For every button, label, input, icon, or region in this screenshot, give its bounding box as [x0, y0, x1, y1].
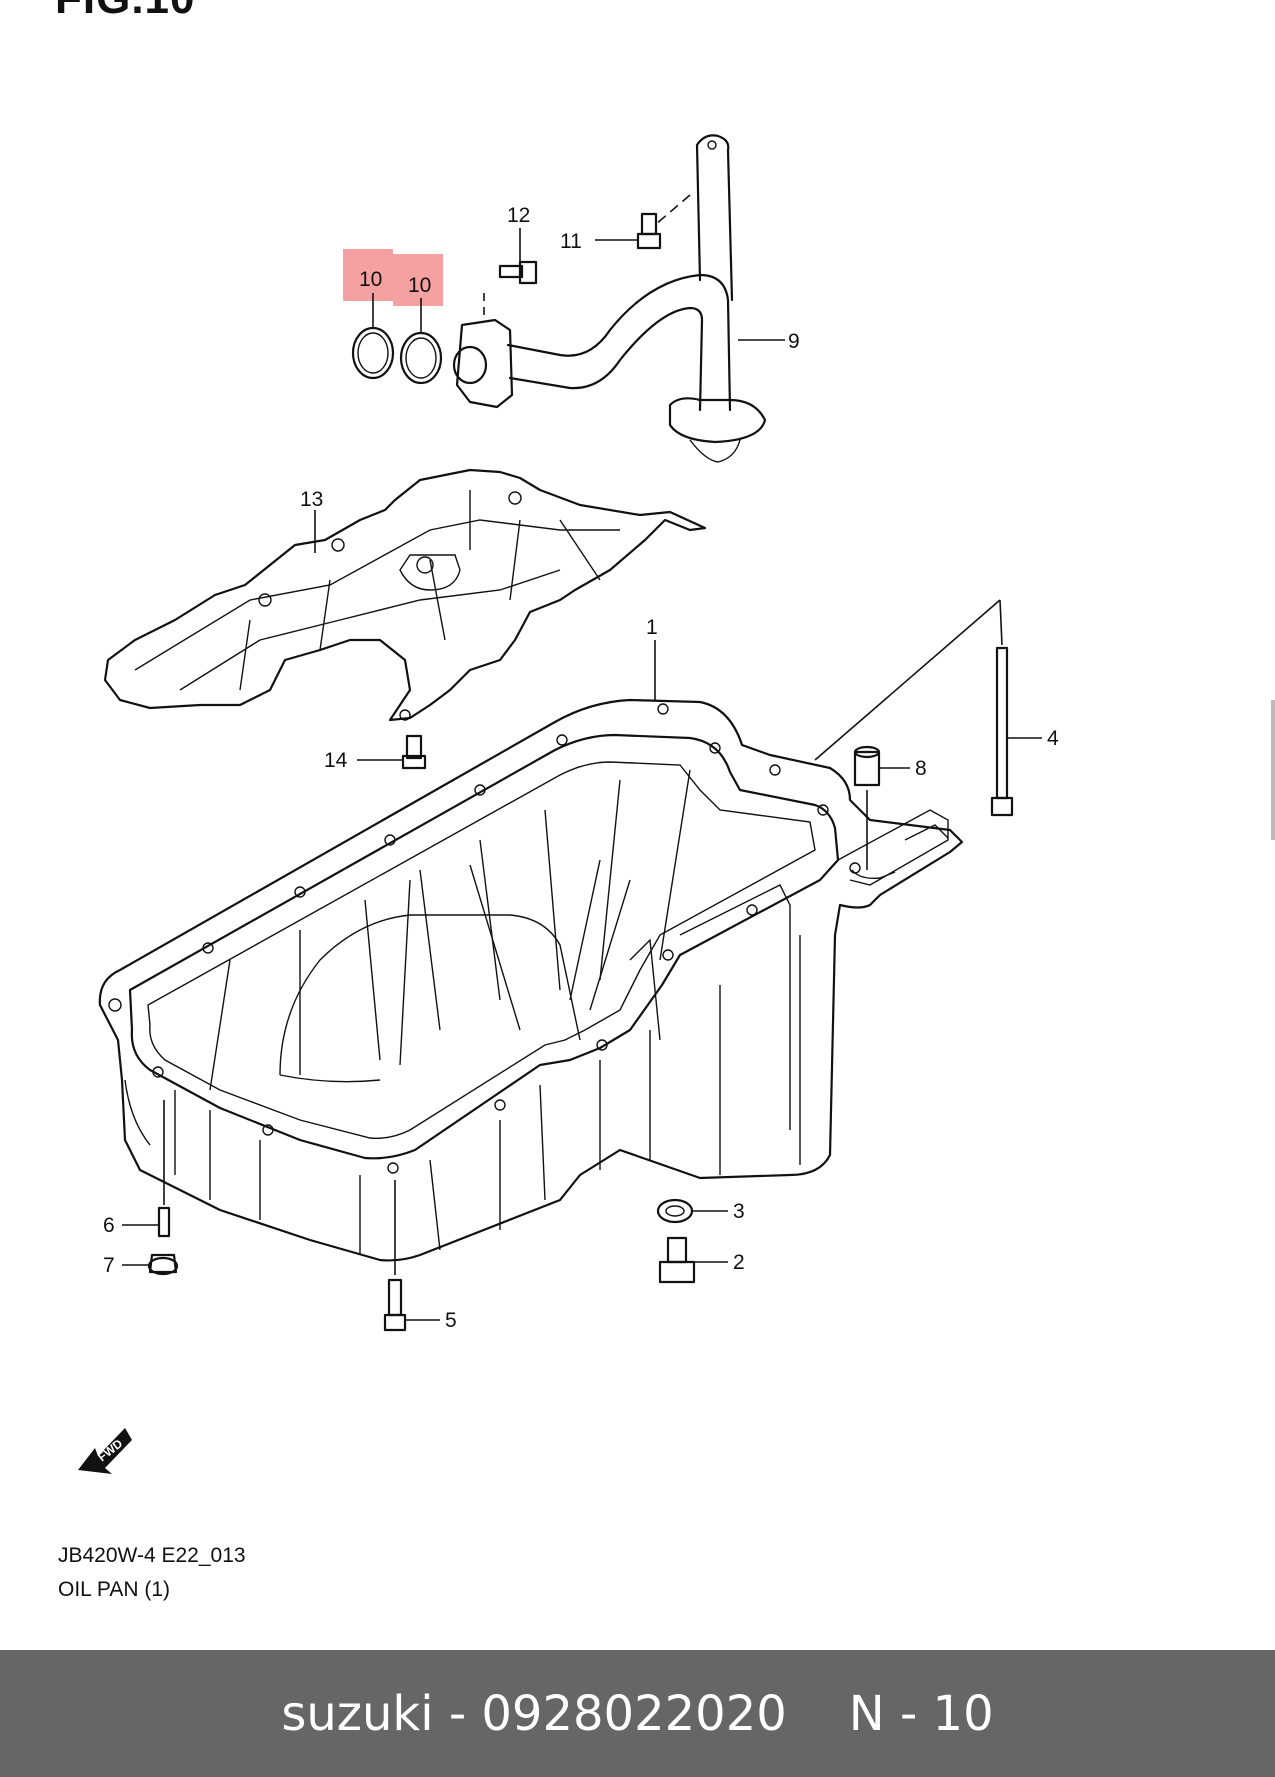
footer-page: N - 10: [848, 1685, 994, 1742]
callout-12: 12: [507, 204, 530, 227]
scroll-indicator: [1271, 700, 1275, 840]
oil-strainer-9: [452, 134, 785, 463]
bolt-12: [498, 228, 538, 285]
highlight-box-10b: [393, 254, 443, 306]
highlight-box-10a: [343, 249, 393, 301]
callout-7: 7: [103, 1254, 115, 1277]
callout-5: 5: [445, 1309, 457, 1332]
nut-7: [122, 1253, 179, 1276]
callout-3: 3: [733, 1200, 745, 1223]
bolt-11: [595, 212, 662, 250]
fwd-arrow-icon: FWD: [78, 1428, 132, 1474]
callout-1: 1: [646, 616, 658, 639]
footer-bar: suzuki - 0928022020 N - 10: [0, 1650, 1275, 1777]
o-ring-10a: [351, 326, 395, 380]
callout-10b: 10: [408, 274, 431, 297]
stud-6: [122, 1100, 171, 1238]
callout-10a: 10: [359, 268, 382, 291]
baffle-plate-13: [103, 468, 707, 722]
drain-plug-2: [658, 1236, 728, 1284]
o-ring-10b: [399, 331, 443, 385]
diagram-name: OIL PAN (1): [58, 1578, 171, 1601]
callout-4: 4: [1047, 727, 1059, 750]
bolt-14: [357, 734, 427, 770]
callout-6: 6: [103, 1214, 115, 1237]
exploded-view-drawing: FWD 10 10 12 11 9 13 1 4 8 14 6 7 3 2 5: [78, 134, 1059, 1474]
long-bolt-4: [990, 599, 1042, 817]
dowel-pin-8: [853, 745, 910, 870]
callout-8: 8: [915, 757, 927, 780]
callout-11: 11: [560, 230, 582, 253]
callout-13: 13: [300, 488, 323, 511]
diagram-code: JB420W-4 E22_013: [58, 1544, 246, 1567]
oil-pan-1: [98, 599, 1001, 1262]
footer-part-number: suzuki - 0928022020: [281, 1685, 787, 1742]
callout-9: 9: [788, 330, 800, 353]
callout-2: 2: [733, 1251, 745, 1274]
figure-title: FIG.10: [55, 0, 196, 24]
bolt-5: [383, 1180, 440, 1332]
callout-14: 14: [324, 749, 348, 772]
parts-diagram: FIG.10: [55, 0, 1275, 1601]
gasket-3: [656, 1198, 728, 1224]
